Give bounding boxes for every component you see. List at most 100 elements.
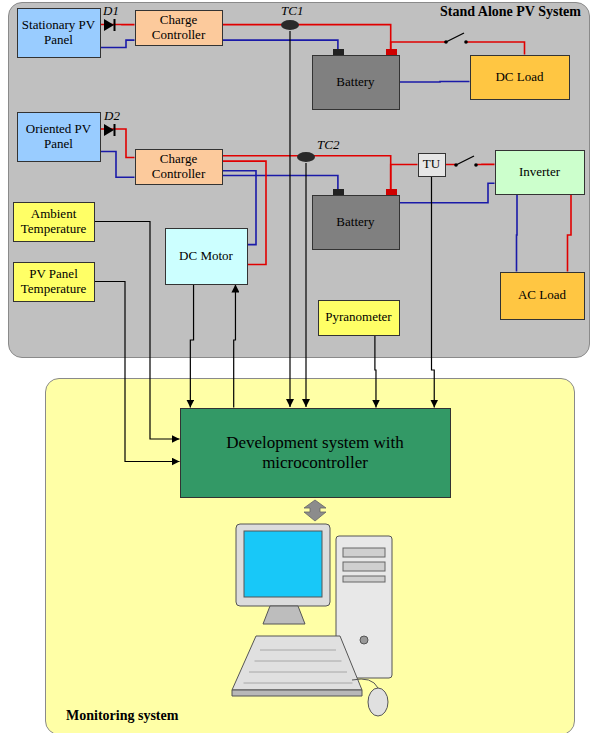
box-label: DC Motor xyxy=(179,249,233,264)
signal-line xyxy=(289,31,290,407)
power-wire xyxy=(400,183,495,203)
signal-line xyxy=(305,163,306,407)
keyboard-keys xyxy=(260,650,336,651)
panel-title: Monitoring system xyxy=(66,708,178,724)
power-wire xyxy=(223,161,267,264)
power-wire xyxy=(223,156,391,195)
box-label: Battery xyxy=(336,215,374,230)
power-wire xyxy=(223,176,338,195)
diode-symbol xyxy=(114,19,116,31)
power-wire xyxy=(400,81,470,83)
load-box: DC Load xyxy=(470,55,570,100)
box-label: Pyranometer xyxy=(325,310,391,325)
sensor-label-holder: TC1 xyxy=(281,3,303,19)
pv-panel-box: Stationary PV Panel xyxy=(17,8,101,58)
power-wire xyxy=(516,195,518,272)
computer-mouse xyxy=(368,688,388,716)
computer-illustration xyxy=(232,524,392,716)
switch-symbol xyxy=(444,41,446,43)
switch-symbol xyxy=(474,163,478,167)
signal-arrow xyxy=(95,222,180,440)
drive-bay xyxy=(343,562,385,571)
diode-label: D2 xyxy=(104,108,120,124)
signal-arrow xyxy=(234,285,236,408)
keyboard-keys xyxy=(249,672,347,673)
power-wire xyxy=(101,40,135,47)
power-wire xyxy=(101,24,135,26)
switch-symbol xyxy=(445,37,467,47)
drive-bay xyxy=(343,576,385,582)
current-sensor xyxy=(281,20,299,30)
current-sensor xyxy=(297,152,315,162)
diode-symbol xyxy=(114,124,116,136)
power-wire xyxy=(391,165,418,195)
system-panel: Stand Alone PV System Stationary PV Panel… xyxy=(8,2,590,358)
box-label: Oriented PV Panel xyxy=(18,122,100,151)
box-label: Inverter xyxy=(519,165,560,180)
box-label: Charge Controller xyxy=(136,152,222,181)
power-wire xyxy=(101,152,135,178)
controller-box: Charge Controller xyxy=(135,10,223,46)
power-wire xyxy=(391,42,525,55)
load-box: AC Load xyxy=(500,272,585,320)
diode-symbol xyxy=(104,19,115,31)
keyboard xyxy=(232,636,362,690)
sensor-label-holder: TC2 xyxy=(317,137,339,153)
motor-box: DC Motor xyxy=(165,228,248,285)
box-label: TU xyxy=(423,157,440,172)
battery-terminal xyxy=(333,49,344,55)
switch-symbol xyxy=(456,156,474,165)
box-label: Development system with microcontroller xyxy=(181,433,450,471)
keyboard-keys xyxy=(255,661,342,662)
monitoring-panel: Monitoring system Development system with… xyxy=(45,378,575,733)
pv-panel-box: Oriented PV Panel xyxy=(17,112,101,162)
power-button xyxy=(360,636,368,644)
signal-arrow xyxy=(432,177,435,408)
box-label: PV Panel Temperature xyxy=(14,267,94,296)
sensor-box: Pyranometer xyxy=(318,300,400,336)
mouse-cable xyxy=(352,679,378,688)
power-wire xyxy=(568,195,572,272)
panel-title: Stand Alone PV System xyxy=(440,4,581,20)
diode-symbol xyxy=(104,19,114,31)
battery-terminal xyxy=(386,49,397,55)
power-wire xyxy=(223,40,338,54)
power-wire xyxy=(101,129,135,158)
switch-symbol xyxy=(464,40,468,44)
power-wire xyxy=(446,164,495,166)
keyboard-keys xyxy=(244,650,353,683)
battery-terminal xyxy=(386,189,397,195)
diode-symbol xyxy=(104,124,115,136)
panel-title-holder: Stand Alone PV System xyxy=(440,4,581,20)
computer-tower xyxy=(336,536,392,678)
switch-symbol xyxy=(444,40,448,44)
switch-symbol xyxy=(455,160,477,170)
sensor-box: Ambient Temperature xyxy=(13,202,95,242)
box-label: Battery xyxy=(336,75,374,90)
controller-box: Charge Controller xyxy=(135,149,223,185)
battery-terminal xyxy=(333,189,344,195)
sensor-label: TC1 xyxy=(281,3,303,19)
keyboard-edge xyxy=(232,690,362,696)
keyboard-keys xyxy=(244,683,353,684)
signal-arrow xyxy=(95,282,180,462)
box-label: AC Load xyxy=(518,288,566,303)
signal-arrow xyxy=(375,336,376,408)
controller-board-box: Development system with microcontroller xyxy=(180,408,451,498)
power-wire xyxy=(223,25,391,55)
monitor-body xyxy=(236,524,330,606)
data-link-arrow xyxy=(304,500,326,521)
box-label: Charge Controller xyxy=(136,13,222,42)
sensor-box: PV Panel Temperature xyxy=(13,262,95,302)
switch-symbol xyxy=(444,33,468,47)
power-wire xyxy=(223,171,257,245)
diode-label-holder: D2 xyxy=(104,108,120,124)
monitor-screen xyxy=(244,531,322,597)
monitor-stand xyxy=(263,606,305,624)
switch-symbol xyxy=(454,156,478,170)
box-label: Ambient Temperature xyxy=(14,207,94,236)
diode-label: D1 xyxy=(103,3,119,19)
